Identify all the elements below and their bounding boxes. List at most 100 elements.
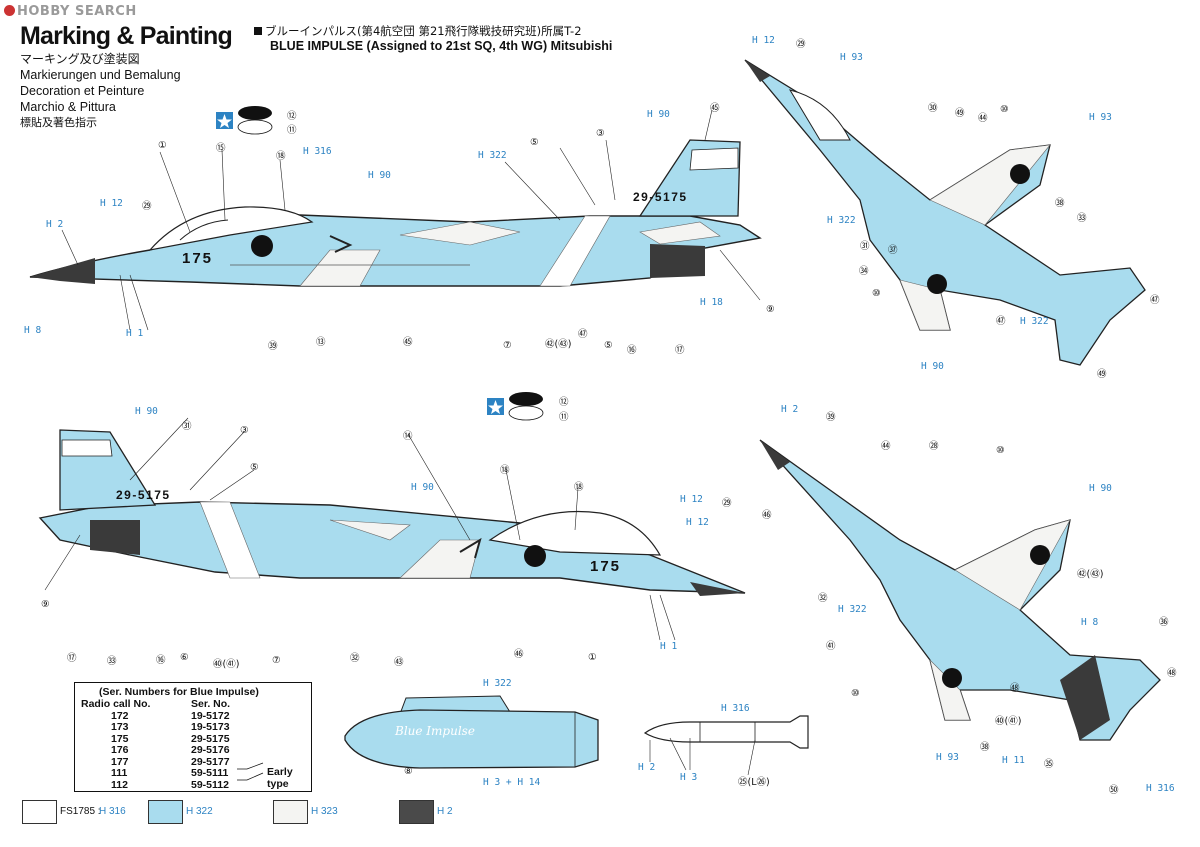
callout: ㊷(㊸) (1077, 569, 1104, 580)
color-callout: H 90 (1089, 483, 1112, 494)
color-callout: H 322 (478, 150, 507, 161)
color-callout: H 322 (1020, 316, 1049, 327)
callout: ⑱ (574, 482, 584, 493)
table-cell: 29-5175 (191, 732, 230, 745)
callout: ① (158, 140, 167, 151)
page-title: Marking & Painting (20, 22, 233, 50)
callout: ⑩ (996, 445, 1005, 456)
subtitle-fr: Decoration et Peinture (20, 84, 145, 98)
callout: ㉞ (859, 266, 869, 277)
hobbysearch-logo: HOBBY SEARCH (4, 4, 137, 19)
table-cell: 19-5172 (191, 709, 230, 722)
color-callout: H 322 (483, 678, 512, 689)
column-header: Ser. No. (191, 698, 231, 710)
early-type-bracket (237, 762, 264, 781)
table-cell: 111 (111, 767, 128, 779)
callout: ㊼ (996, 316, 1006, 327)
callout: ⑩ (1000, 104, 1009, 115)
color-callout: H 93 (1089, 112, 1112, 123)
color-callout: H 3 (680, 772, 698, 783)
heading-en: BLUE IMPULSE (Assigned to 21st SQ, 4th W… (270, 39, 613, 53)
callout: ㊻ (514, 649, 524, 660)
color-callout: H 12 (680, 494, 703, 505)
missile (643, 715, 809, 776)
callout: ㉟ (1044, 759, 1054, 770)
callout: ⑭ (403, 431, 413, 442)
callout: ⑯ (156, 655, 166, 666)
callout: ⑫ (559, 397, 569, 408)
legend-swatch-h323 (273, 800, 308, 824)
column-header: Radio call No. (81, 698, 151, 710)
color-callout: H 1 (126, 328, 144, 339)
color-callout: H 90 (135, 406, 158, 417)
serial-column: Ser. No. 19-5172 19-5173 29-5175 29-5176… (191, 698, 231, 791)
table-cell: 29-5176 (191, 744, 230, 756)
subtitle-it: Marchio & Pittura (20, 100, 116, 114)
callout: ⑮ (216, 143, 226, 154)
bottom-view (759, 439, 1161, 741)
callout: ㊼ (578, 329, 588, 340)
color-callout: H 8 (24, 325, 42, 336)
tail-code-top: 29-5175 (633, 190, 688, 204)
color-callout: H 93 (936, 752, 959, 763)
color-callout: H 2 (46, 219, 64, 230)
callout: ㉜ (818, 593, 828, 604)
color-callout: H 1 (660, 641, 678, 652)
callout: ㊶ (826, 641, 836, 652)
callout: ⑰ (67, 653, 77, 664)
legend-label: H 2 (437, 806, 453, 817)
table-cell: 172 (111, 709, 129, 722)
table-cell: 19-5173 (191, 721, 230, 733)
callout: ㉙ (796, 39, 806, 50)
callout: ㊳ (980, 742, 990, 753)
legend-prefix: FS1785 : (60, 806, 101, 817)
color-callout: H 2 (638, 762, 656, 773)
callout: ㊵(㊶) (213, 659, 240, 670)
table-cell: 175 (111, 732, 129, 745)
radio-column: Radio call No. 172 173 175 176 177 111 1… (81, 698, 151, 791)
callout: ⑬ (316, 337, 326, 348)
table-cell: 177 (111, 755, 129, 768)
callout: ㊸ (394, 657, 404, 668)
color-callout: H 3 + H 14 (483, 777, 541, 788)
callout: ㉙ (142, 201, 152, 212)
callout: ⑪ (559, 412, 569, 423)
callout: ㊿ (1109, 785, 1119, 796)
callout: ⑥ (180, 652, 189, 663)
tail-code-bottom: 29-5175 (116, 488, 171, 502)
callout: ㊱ (1159, 617, 1169, 628)
callout: ㊺ (403, 337, 413, 348)
callout: ㉙ (722, 498, 732, 509)
heading-jp: ブルーインパルス(第4航空団 第21飛行隊戦技研究班)所属T-2 (254, 23, 582, 39)
legend-label: H 316 (99, 806, 126, 817)
color-callout: H 11 (1002, 755, 1025, 766)
color-callout: H 12 (752, 35, 775, 46)
tank-script: Blue Impulse (395, 724, 475, 738)
callout: ⑤ (604, 340, 613, 351)
table-cell: 112 (111, 778, 128, 791)
callout: ㊺ (710, 103, 720, 114)
callout: ㊾ (955, 108, 965, 119)
callout: ③ (240, 425, 249, 436)
callout: ㊼ (1150, 295, 1160, 306)
callout: ㊽ (1010, 683, 1020, 694)
color-callout: H 12 (100, 198, 123, 209)
callout: ⑨ (766, 304, 775, 315)
color-callout: H 322 (827, 215, 856, 226)
callout: ㊵(㊶) (995, 716, 1022, 727)
color-callout: H 316 (721, 703, 750, 714)
table-cell: 176 (111, 744, 129, 756)
callout: ㊷(㊸) (545, 339, 572, 350)
color-callout: H 8 (1081, 617, 1099, 628)
color-callout: H 316 (1146, 783, 1175, 794)
table-heading: (Ser. Numbers for Blue Impulse) (99, 686, 259, 698)
color-callout: H 90 (921, 361, 944, 372)
top-view (744, 59, 1146, 366)
callout: ㉝ (107, 656, 117, 667)
callout: ㉚ (928, 103, 938, 114)
subtitle-de: Markierungen und Bemalung (20, 68, 181, 82)
callout: ⑦ (272, 655, 281, 666)
table-cell: 59-5112 (191, 778, 229, 791)
callout: ⑯ (627, 345, 637, 356)
